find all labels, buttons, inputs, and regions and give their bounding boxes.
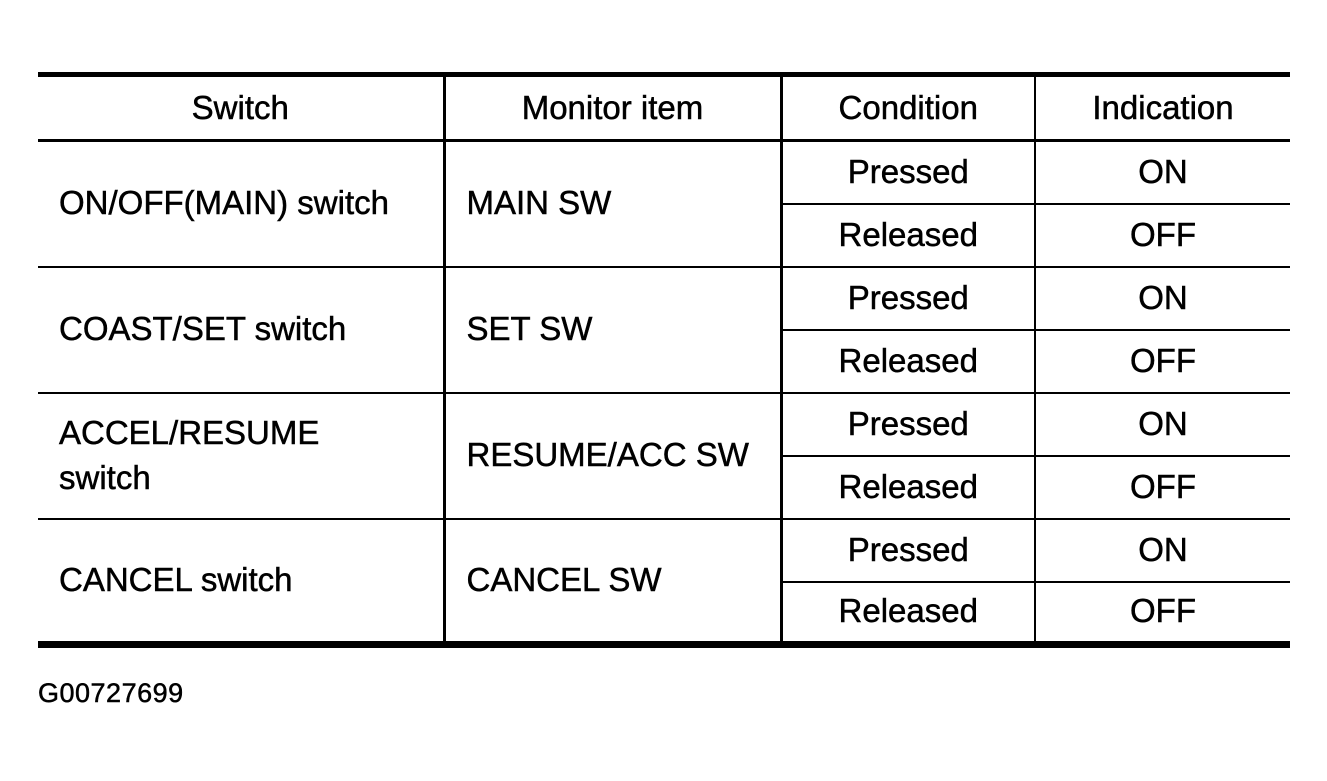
table-row: Released OFF xyxy=(38,455,1290,520)
condition-cell: Released xyxy=(781,329,1036,394)
indication-cell: ON xyxy=(1035,140,1290,205)
indication-cell: ON xyxy=(1035,392,1290,457)
condition-cell: Pressed xyxy=(781,392,1036,457)
monitor-item-cell: CANCEL SW xyxy=(444,518,783,645)
table-row: CANCEL switch CANCEL SW Pressed ON xyxy=(38,518,1290,645)
table-row: ON/OFF(MAIN) switch MAIN SW Pressed ON xyxy=(38,140,1290,268)
monitor-item-cell: MAIN SW xyxy=(444,140,783,268)
indication-cell: OFF xyxy=(1035,203,1290,268)
table-row: COAST/SET switch SET SW Pressed ON xyxy=(38,266,1290,394)
switch-name-cell: ON/OFF(MAIN) switch xyxy=(38,140,446,268)
monitor-item-cell: SET SW xyxy=(444,266,783,394)
indication-cell: OFF xyxy=(1035,455,1290,520)
column-header-monitor: Monitor item xyxy=(444,74,783,142)
condition-cell: Pressed xyxy=(781,266,1036,331)
condition-cell: Pressed xyxy=(781,518,1036,583)
table-row: Released OFF xyxy=(38,203,1290,268)
table-row: Released OFF xyxy=(38,329,1290,394)
monitor-item-cell: RESUME/ACC SW xyxy=(444,392,783,520)
switch-name-cell: CANCEL switch xyxy=(38,518,446,645)
indication-cell: OFF xyxy=(1130,592,1196,630)
table-row: Released OFF xyxy=(38,581,1290,645)
indication-cell: ON xyxy=(1035,266,1290,331)
condition-cell: Released xyxy=(781,581,1036,645)
column-header-switch: Switch xyxy=(38,74,446,142)
indication-cell: ON xyxy=(1035,518,1290,583)
figure-code: G00727699 xyxy=(38,678,184,709)
condition-cell: Released xyxy=(781,455,1036,520)
switch-monitor-table: Switch Monitor item Condition Indication… xyxy=(38,72,1290,648)
switch-name-cell: ACCEL/RESUME switch xyxy=(38,392,446,520)
header-row: Switch Monitor item Condition Indication xyxy=(38,74,1290,142)
switch-name-cell: COAST/SET switch xyxy=(38,266,446,394)
condition-cell: Released xyxy=(781,203,1036,268)
indication-cell: OFF xyxy=(1035,329,1290,394)
column-header-indication: Indication xyxy=(1035,74,1290,142)
table-row: ACCEL/RESUME switch RESUME/ACC SW Presse… xyxy=(38,392,1290,520)
column-header-condition: Condition xyxy=(781,74,1036,142)
condition-cell: Pressed xyxy=(781,140,1036,205)
